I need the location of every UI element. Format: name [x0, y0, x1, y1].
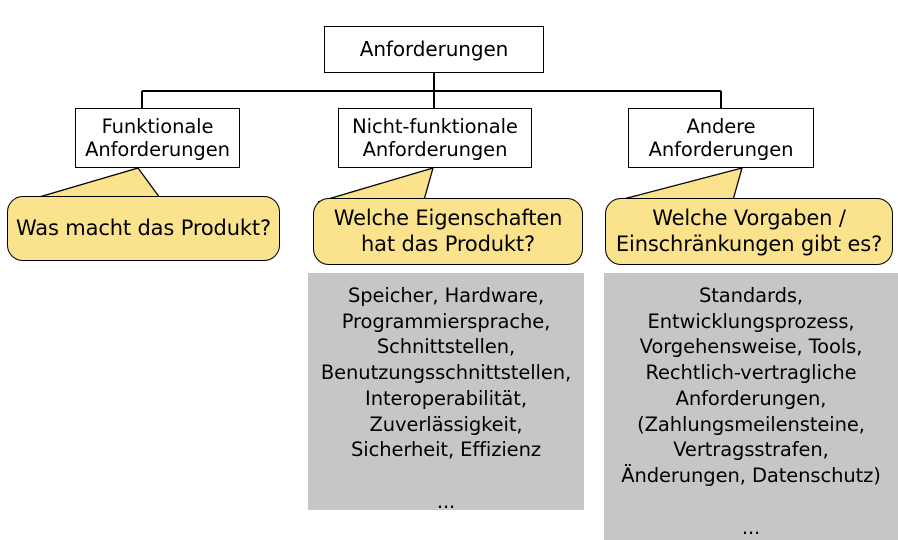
details-panel-nicht-funktionale: Speicher, Hardware, Programmiersprache, …	[308, 273, 584, 513]
node-funktionale-anforderungen[interactable]: Funktionale Anforderungen	[75, 108, 240, 168]
callout-nicht-funktionale-question[interactable]: Welche Eigenschaften hat das Produkt?	[313, 198, 583, 265]
node-nicht-funktionale-anforderungen[interactable]: Nicht-funktionale Anforderungen	[338, 108, 532, 168]
callout-andere-question[interactable]: Welche Vorgaben / Einschränkungen gibt e…	[605, 198, 893, 265]
details-panel-andere: Standards, Entwicklungsprozess, Vorgehen…	[604, 273, 898, 540]
node-andere-anforderungen[interactable]: Andere Anforderungen	[628, 108, 814, 168]
node-root-anforderungen[interactable]: Anforderungen	[324, 26, 544, 73]
callout-funktionale-question[interactable]: Was macht das Produkt?	[7, 196, 280, 261]
